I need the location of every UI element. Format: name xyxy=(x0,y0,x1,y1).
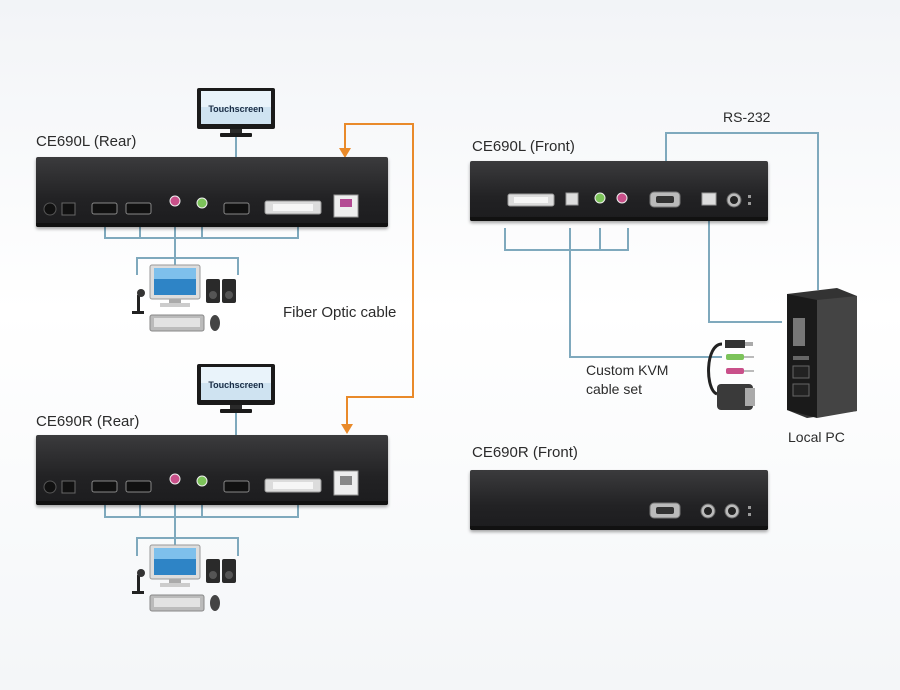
custom-kvm-label-line2: cable set xyxy=(586,381,643,397)
touchscreen-monitor-icon: Touchscreen xyxy=(197,364,275,413)
local-pc-label: Local PC xyxy=(788,429,845,445)
kvm-cable-connectors-icon xyxy=(707,340,755,410)
mouse-icon xyxy=(210,315,220,331)
keyboard-icon xyxy=(149,594,205,612)
power-jack-icon xyxy=(61,202,76,216)
fiber-arrow-top xyxy=(339,148,351,158)
usb-port-icon-2 xyxy=(701,192,717,206)
hdmi-port-1 xyxy=(91,480,118,493)
console-group-top xyxy=(132,264,236,332)
keyboard-icon xyxy=(149,314,205,332)
rs232-label: RS-232 xyxy=(723,109,771,125)
hdmi-port-3 xyxy=(223,202,250,215)
microphone-icon xyxy=(132,289,145,314)
speaker-jack-icon xyxy=(196,197,208,209)
speakers-icon xyxy=(206,279,236,303)
speaker-jack-icon xyxy=(196,475,208,487)
ce690l-rear-unit xyxy=(36,157,388,227)
desktop-pc-icon xyxy=(149,264,201,307)
mouse-icon xyxy=(210,595,220,611)
power-jack-icon xyxy=(61,480,76,494)
speaker-jack-icon xyxy=(594,192,606,204)
hdmi-port-3 xyxy=(223,480,250,493)
hdmi-port-2 xyxy=(125,202,152,215)
rear-ports xyxy=(43,194,359,218)
mic-jack-icon xyxy=(616,192,628,204)
hdmi-port-2 xyxy=(125,480,152,493)
hdmi-port-1 xyxy=(91,202,118,215)
fiber-optic-label: Fiber Optic cable xyxy=(283,304,397,321)
ce690r-rear-label: CE690R (Rear) xyxy=(36,413,140,430)
ce690r-front-unit xyxy=(470,470,768,530)
rear-ports xyxy=(43,470,359,496)
ce690l-rear-label: CE690L (Rear) xyxy=(36,133,137,150)
console-group-bottom xyxy=(132,544,236,612)
custom-kvm-label-line1: Custom KVM xyxy=(586,362,669,378)
touchscreen-monitor-icon: Touchscreen xyxy=(197,88,275,137)
front-ports xyxy=(507,191,751,208)
desktop-pc-icon xyxy=(149,544,201,587)
speakers-icon xyxy=(206,559,236,583)
touchscreen-text-top: Touchscreen xyxy=(208,104,263,114)
microphone-icon xyxy=(132,569,145,594)
ce690l-front-label: CE690L (Front) xyxy=(472,138,575,155)
mic-jack-icon xyxy=(169,473,181,485)
usb-port-icon xyxy=(565,192,579,206)
power-switch-icon xyxy=(43,480,57,494)
mic-jack-icon xyxy=(169,195,181,207)
fiber-optic-cable xyxy=(344,123,414,430)
front-ports xyxy=(649,502,751,519)
power-switch-icon xyxy=(43,202,57,216)
tower-pc-icon xyxy=(787,288,857,418)
ce690l-front-unit xyxy=(470,161,768,221)
touchscreen-text-bottom: Touchscreen xyxy=(208,380,263,390)
ce690r-rear-unit xyxy=(36,435,388,505)
ce690r-front-label: CE690R (Front) xyxy=(472,444,578,461)
fiber-arrow-bottom xyxy=(341,424,353,434)
